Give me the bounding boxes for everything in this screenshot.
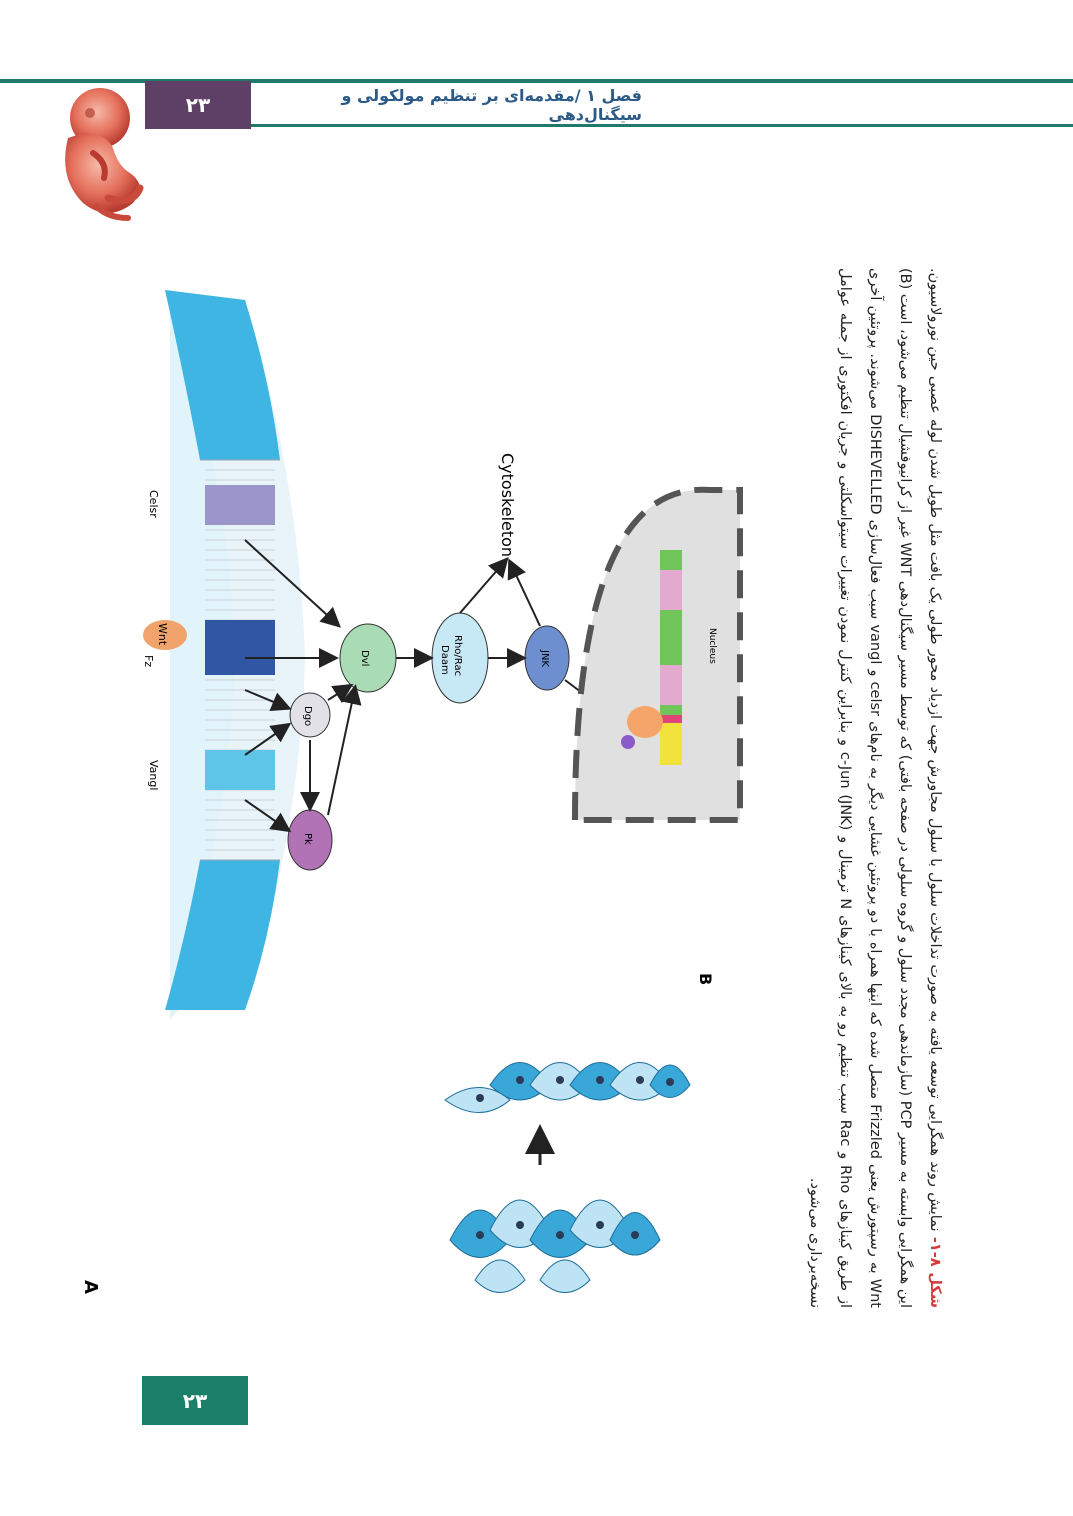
figure-caption: شکل ۸-۱- نمایش روند همگرایی توسعه یافته …	[770, 268, 950, 1308]
running-title: فصل ۱ /مقدمه‌ای بر تنظیم مولکولی و سیگنا…	[341, 86, 642, 124]
nucleus: Nucleus	[571, 486, 743, 823]
page-number-tab: ۲۳	[145, 81, 251, 129]
pcp-pathway-figure: A B Celsr Wnt Fz Vangl Dvl Dgo Pk Rho/Ra…	[80, 290, 743, 1294]
header-rule	[0, 79, 1073, 83]
panel-a-label: A	[80, 1280, 101, 1294]
wnt-ligand	[143, 620, 187, 650]
label-celsr: Celsr	[147, 490, 160, 518]
caption-text: نمایش روند همگرایی توسعه یافته به صورت ت…	[807, 268, 943, 1308]
embryo-logo-icon	[65, 88, 144, 221]
label-dgo: Dgo	[302, 706, 313, 726]
header-underline	[250, 124, 1073, 127]
page-number: ۲۳	[185, 93, 211, 117]
label-pk: Pk	[302, 833, 313, 845]
label-vangl: Vangl	[147, 760, 160, 790]
label-rho: Rho/Rac	[452, 635, 463, 676]
label-nucleus: Nucleus	[707, 628, 717, 664]
label-fz: Fz	[142, 655, 155, 667]
node-dgo	[289, 692, 331, 738]
panel-b-label: B	[696, 973, 715, 985]
label-dvl: Dvl	[359, 650, 370, 666]
panel-a-cells	[444, 1062, 691, 1293]
figure-caption-container: شکل ۸-۱- نمایش روند همگرایی توسعه یافته …	[765, 268, 955, 1308]
footer-page-number: ۲۳	[182, 1388, 208, 1413]
label-jnk: JNK	[539, 649, 550, 667]
label-daam: Daam	[439, 645, 450, 675]
label-wnt: Wnt	[156, 623, 169, 646]
caption-label: شکل ۸-۱-	[927, 1236, 943, 1308]
footer-page-tab: ۲۳	[142, 1376, 248, 1425]
cell-membrane	[165, 290, 305, 1020]
label-cytoskeleton: Cytoskeleton	[498, 453, 517, 557]
